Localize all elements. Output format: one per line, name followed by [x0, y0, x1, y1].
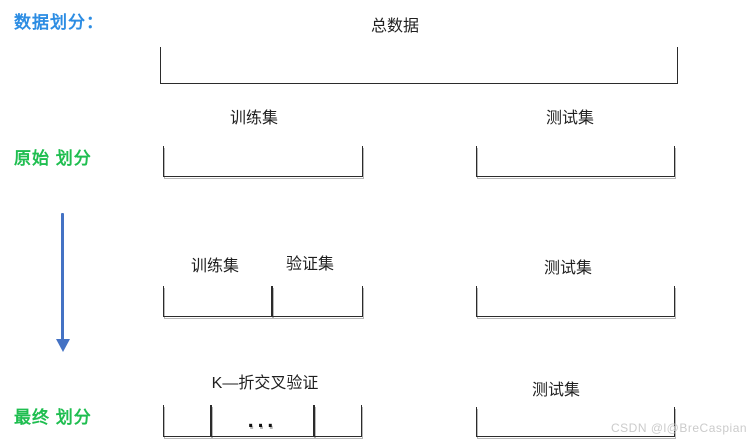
- train-set-label-intermediate: 训练集: [190, 258, 240, 275]
- kfold-ellipsis: ...: [247, 409, 278, 432]
- test-bracket-final: [476, 407, 675, 437]
- kfold-bracket: ...: [163, 405, 362, 437]
- test-set-label-intermediate: 测试集: [543, 260, 593, 277]
- test-set-label-original: 测试集: [545, 110, 595, 127]
- kfold-label: K—折交叉验证: [211, 375, 319, 392]
- page-title: 数据划分：: [14, 13, 104, 32]
- final-split-label: 最终 划分: [14, 408, 92, 427]
- test-bracket-original: [476, 146, 675, 177]
- validation-set-label: 验证集: [285, 256, 335, 273]
- down-arrow-line: [61, 213, 64, 340]
- kfold-divider-left: [210, 405, 212, 436]
- test-set-label-final: 测试集: [531, 382, 581, 399]
- test-bracket-intermediate: [476, 286, 675, 317]
- train-bracket-original: [163, 146, 363, 177]
- train-validation-divider: [271, 286, 273, 316]
- original-split-label: 原始 划分: [14, 149, 92, 168]
- train-set-label-original: 训练集: [229, 110, 279, 127]
- down-arrow-icon: [55, 339, 70, 352]
- train-validation-bracket: [163, 286, 363, 317]
- csdn-watermark: CSDN @l@BreCaspian: [611, 421, 747, 435]
- total-data-bracket: [160, 47, 678, 84]
- kfold-divider-right: [313, 405, 315, 436]
- total-data-label: 总数据: [370, 18, 420, 35]
